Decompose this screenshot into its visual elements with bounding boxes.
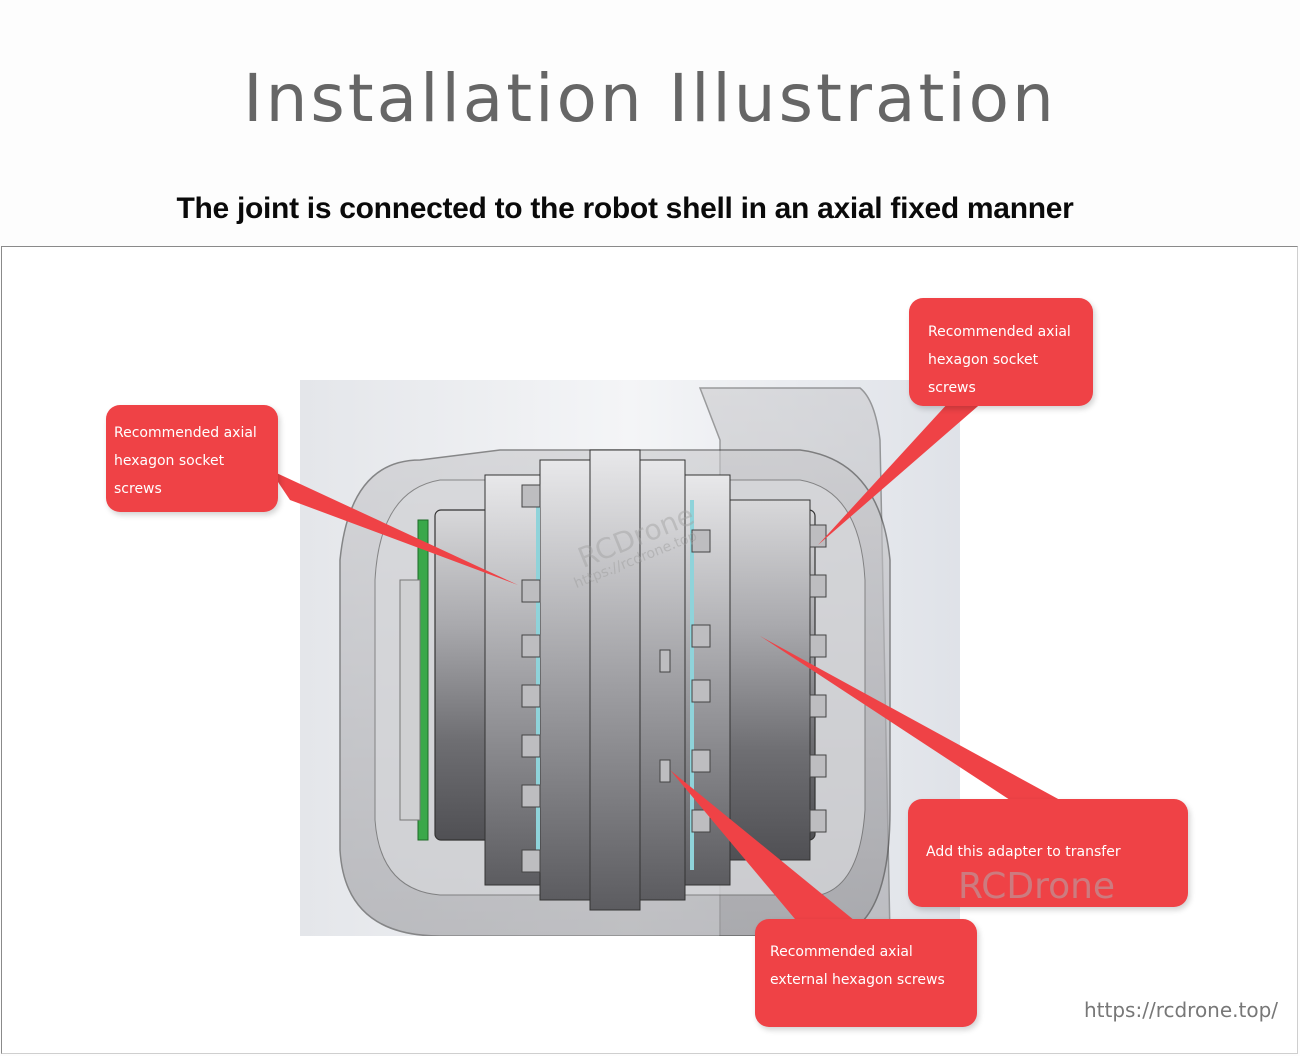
callout-external-screws: Recommended axial external hexagon screw… <box>755 919 977 1027</box>
callout-left-screws: Recommended axial hexagon socket screws <box>106 405 278 512</box>
callout-right-top-screws: Recommended axial hexagon socket screws <box>909 298 1093 406</box>
callout-adapter: Add this adapter to transfer <box>908 799 1188 907</box>
watermark-rcdrone: RCDrone <box>958 866 1116 907</box>
callout-line: hexagon socket <box>928 352 1039 368</box>
footer-url[interactable]: https://rcdrone.top/ <box>1084 998 1279 1022</box>
callout-line: Recommended axial <box>114 425 257 441</box>
callout-line: screws <box>928 380 976 396</box>
callout-line: external hexagon screws <box>770 972 945 988</box>
callout-line: hexagon socket <box>114 453 225 469</box>
callout-line: Recommended axial <box>770 944 913 960</box>
joint-illustration <box>300 380 960 936</box>
callout-line: Recommended axial <box>928 324 1071 340</box>
page-subtitle: The joint is connected to the robot shel… <box>176 192 1074 225</box>
callout-line: screws <box>114 481 162 497</box>
page-title: Installation Illustration <box>243 60 1057 137</box>
callout-line: Add this adapter to transfer <box>926 844 1121 860</box>
